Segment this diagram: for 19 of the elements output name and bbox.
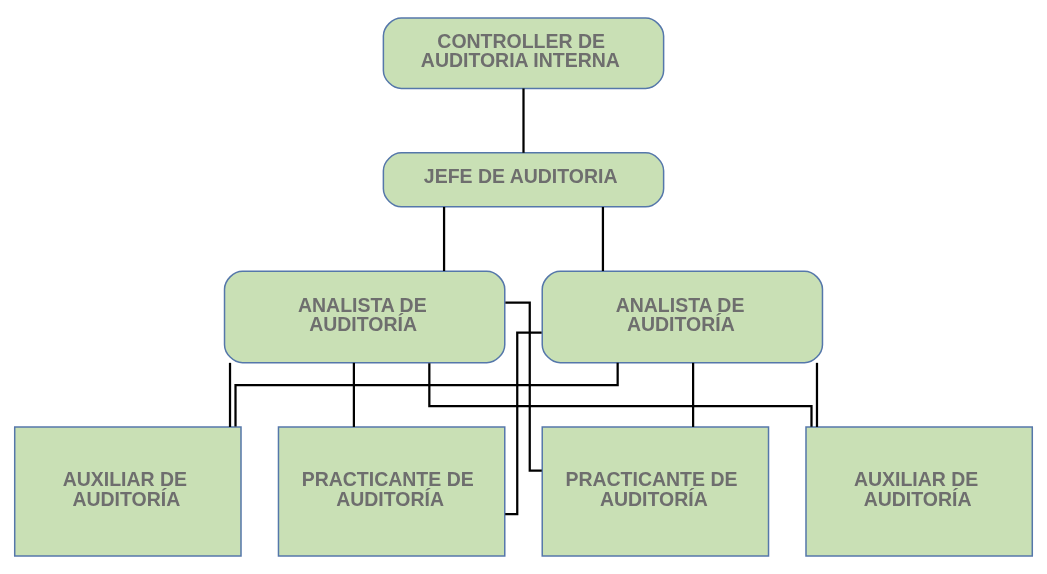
connector — [352, 362, 356, 427]
node-box: ANALISTA DE AUDITORÍA — [223, 270, 506, 364]
connector — [228, 362, 232, 427]
node-box: CONTROLLER DE AUDITORIA INTERNA — [382, 17, 665, 90]
connector — [815, 362, 819, 427]
connector — [601, 206, 605, 272]
connector — [442, 206, 446, 272]
node-box: JEFE DE AUDITORIA — [382, 152, 665, 208]
connector — [428, 363, 813, 427]
connector — [505, 331, 542, 516]
connector — [522, 88, 525, 153]
node-box: PRACTICANTE DE AUDITORÍA — [541, 426, 770, 557]
connector — [234, 362, 619, 427]
node-box: AUXILIAR DE AUDITORÍA — [13, 426, 242, 557]
node-box: AUXILIAR DE AUDITORÍA — [805, 426, 1034, 557]
connector — [691, 362, 695, 427]
node-box: PRACTICANTE DE AUDITORÍA — [277, 426, 506, 557]
connector — [505, 301, 542, 472]
node-box: ANALISTA DE AUDITORÍA — [541, 270, 824, 364]
